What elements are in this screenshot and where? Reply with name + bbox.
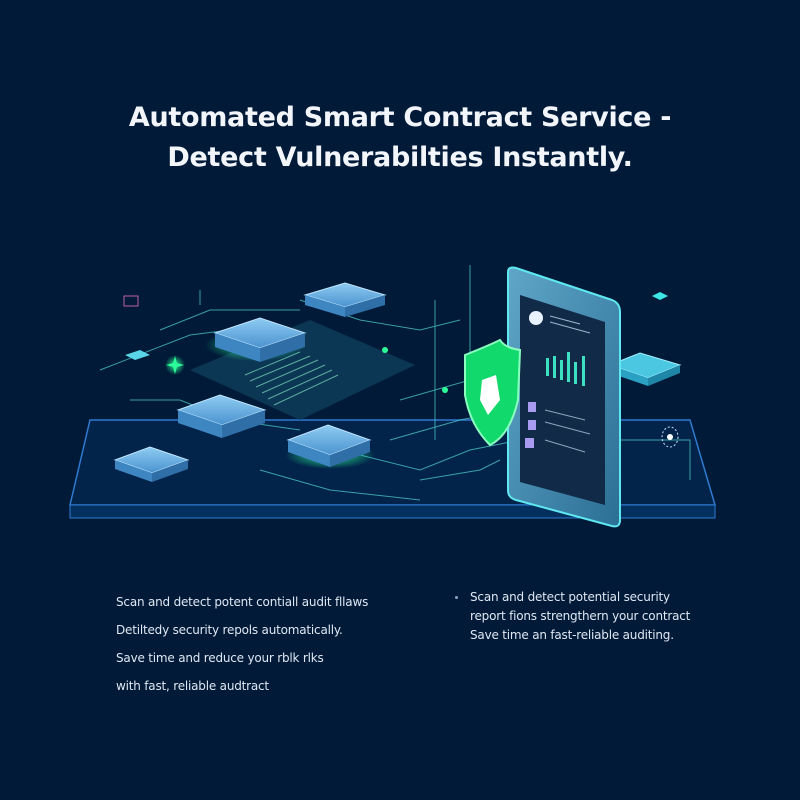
feature-item: report fions strengthern your contract [470, 609, 691, 623]
page-headline: Automated Smart Contract Service - Detec… [0, 98, 800, 178]
data-blocks [113, 282, 682, 482]
bullet-dot-icon [455, 596, 458, 599]
tablet-report [507, 266, 621, 528]
feature-item: Scan and detect potential security [470, 590, 670, 604]
hero-illustration [69, 265, 717, 528]
circuit-lines [99, 265, 691, 501]
feature-item: Save time and reduce your rblk rlks [116, 651, 324, 665]
sparkle-icons [165, 292, 668, 393]
bar-chart [546, 352, 585, 386]
feature-item: Detiltedy security repols automatically. [116, 623, 343, 637]
node-icon [123, 295, 139, 307]
feature-item: with fast, reliable audtract [116, 679, 269, 693]
location-pin-icon [661, 426, 679, 448]
headline-line-1: Automated Smart Contract Service - [128, 102, 672, 133]
feature-list-left: Scan and detect potent contiall audit fl… [116, 588, 368, 700]
feature-item: Save time an fast-reliable auditing. [470, 628, 674, 642]
feature-list-right: Scan and detect potential security repor… [455, 588, 691, 645]
headline-line-2: Detect Vulnerabilties Instantly. [167, 142, 633, 173]
feature-item: Scan and detect potent contiall audit fl… [116, 595, 369, 609]
shield-check-icon [464, 338, 522, 447]
